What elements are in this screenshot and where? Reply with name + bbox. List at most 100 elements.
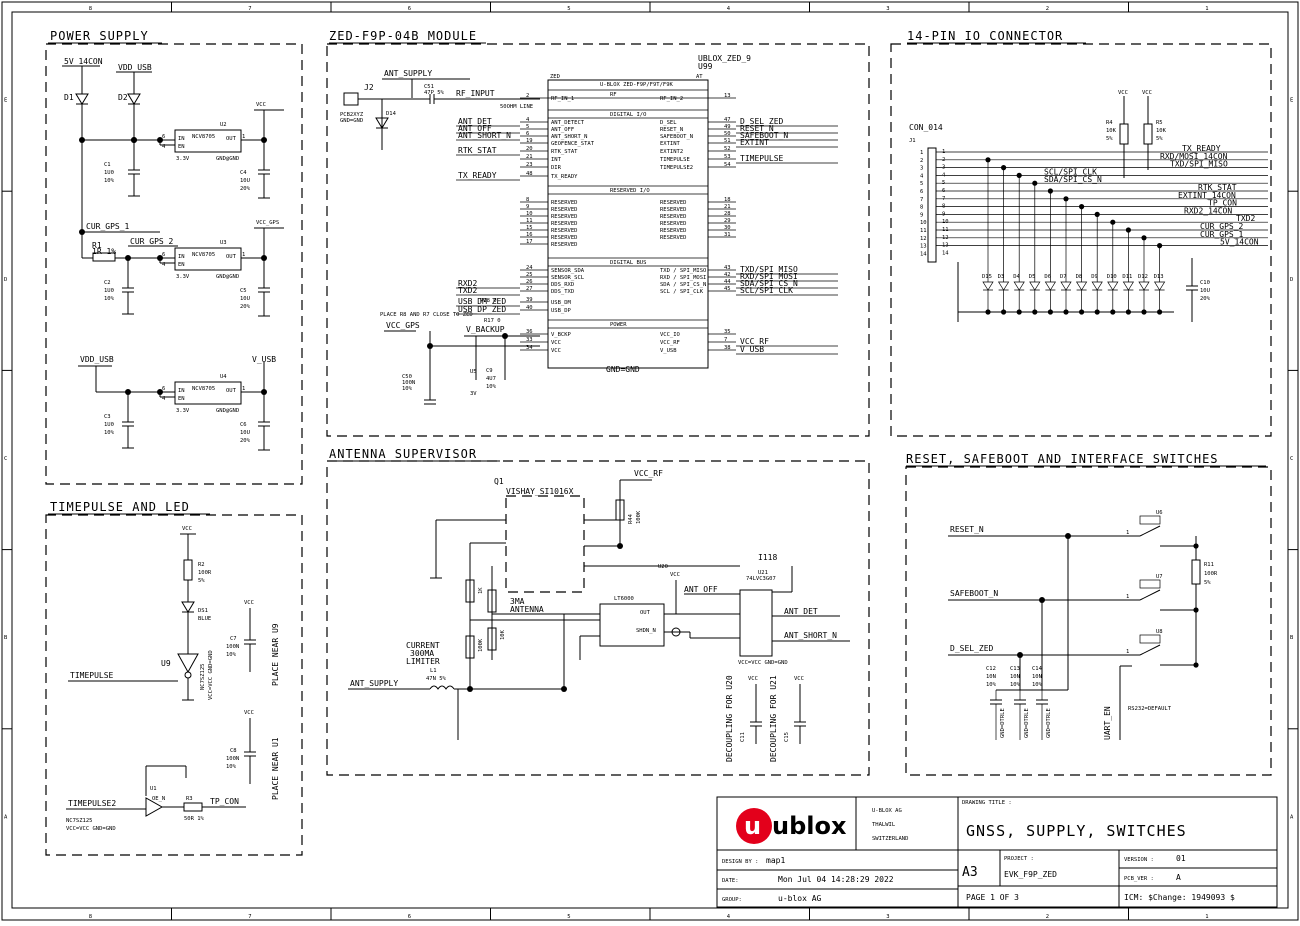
module-pin-number: 5 [526, 124, 529, 130]
ref-r5: R5 [1156, 120, 1163, 126]
cap-out-value: 10U [240, 430, 250, 436]
module-pin-name: RESERVED [660, 214, 687, 220]
company: U-BLOX AG [872, 808, 902, 814]
title-timepulse-led: TIMEPULSE AND LED [50, 500, 190, 514]
connector-pin-number: 13 [920, 244, 927, 250]
module-group-label: RESERVED I/O [610, 188, 650, 194]
pin-out: OUT [226, 254, 237, 260]
pin-number: 4 [162, 144, 166, 150]
net-tp-con: TP_CON [210, 797, 239, 806]
row-marker-left: C [4, 456, 7, 462]
row-marker-right: D [1290, 277, 1293, 283]
tol-c10: 20% [1200, 296, 1211, 302]
module-pin-name: RESERVED [551, 200, 578, 206]
ref-q1: Q1 [494, 477, 504, 486]
cap-in-tol: 10% [104, 296, 115, 302]
module-right-net: EXTINT [740, 138, 769, 147]
module-pin-name: RESERVED [660, 228, 687, 234]
regulator-part: NCV8705 [192, 386, 215, 392]
module-pin-name: EXTINT [660, 141, 681, 147]
module-pin-name: SAFEBOOT_N [660, 134, 693, 140]
module-pin-number: 51 [724, 138, 731, 144]
regulator-body [174, 129, 242, 153]
module-pin-name: TIMEPULSE2 [660, 165, 693, 171]
resistor-r3 [183, 802, 203, 812]
cap-tol: 10% [1032, 682, 1043, 688]
tvs-diode [1153, 281, 1166, 291]
module-pin-name: V_USB [660, 348, 677, 354]
cap-in-value: 1U0 [104, 170, 114, 176]
net-ant-supply-2: ANT_SUPPLY [350, 679, 398, 688]
resistor-r1 [92, 252, 116, 262]
module-pin-name: V_BCKP [551, 332, 572, 338]
power-supply-section: 5V_14CON VDD_USB D1 D2 NCV8705INENOUT641… [62, 57, 284, 451]
module-right-net: RXD/SPI_MOSI [740, 272, 798, 281]
module-pin-name: RESERVED [660, 207, 687, 213]
reg-voltage: 3.3V [176, 408, 190, 414]
module-pin-number: 53 [724, 154, 731, 160]
cap-in-tol: 10% [104, 178, 115, 184]
module-pin-name: TXD / SPI_MISO [660, 268, 706, 274]
module-pin-number: 49 [724, 124, 731, 130]
connector-pin-number: 5 [920, 181, 923, 187]
sheet-size: A3 [962, 865, 978, 880]
pin-in: IN [178, 388, 185, 394]
value-r3: 50R 1% [184, 816, 205, 822]
j2-part: PCB2XYZ [340, 112, 364, 118]
ref-l1: L1 [430, 668, 437, 674]
diode-ref: D12 [1138, 274, 1148, 280]
reg-voltage: 3.3V [176, 156, 190, 162]
tp-vcc: VCC [182, 526, 192, 532]
module-left-net: USB_DP_ZED [458, 305, 506, 314]
module-group-label: RF [610, 92, 617, 98]
cap-out-tol: 20% [240, 304, 251, 310]
diode-d2 [127, 93, 141, 105]
connector-pin-number: 12 [920, 236, 927, 242]
tvs-diode [1122, 281, 1135, 291]
col-marker-bottom: 1 [1205, 914, 1208, 920]
module-pin-number: 38 [724, 345, 731, 351]
rf-line-note: 50OHM LINE [500, 104, 533, 110]
pin-en: EN [178, 144, 185, 150]
reg-output-net: VCC [256, 102, 266, 108]
net-safeboot: SAFEBOOT_N [950, 589, 998, 598]
regulator-body [174, 247, 242, 271]
u20-part: LT6000 [614, 596, 634, 602]
module-pin-name: ANT_DETECT [551, 120, 585, 126]
switch-8: U81 [1126, 629, 1199, 668]
zed-f9p-symbol [547, 79, 709, 369]
module-pin-name: USB_DM [551, 300, 572, 306]
module-pin-name: RESERVED [551, 235, 578, 241]
row-marker-right: A [1290, 814, 1294, 820]
module-pin-name: TIMEPULSE [660, 157, 690, 163]
value-c7: 100N [226, 644, 239, 650]
u20-out: OUT [640, 610, 651, 616]
tvs-diode [1044, 281, 1057, 291]
module-ref-left: ZED [550, 74, 560, 80]
col-marker-bottom: 3 [886, 914, 889, 920]
decoupling-u21: DECOUPLING FOR U21 [769, 675, 778, 762]
col-marker-top: 1 [1205, 6, 1208, 12]
connector-net-label: RTK_STAT [1198, 183, 1237, 192]
place-near-u9: PLACE NEAR U9 [271, 623, 280, 686]
connector-net-label: TX_READY [1182, 144, 1221, 153]
col-marker-bottom: 2 [1046, 914, 1049, 920]
connector-net-label: RXD/MOSI_14CON [1160, 152, 1228, 161]
ref-j2: J2 [364, 83, 374, 92]
ref-r11: R11 [1204, 562, 1214, 568]
city: THALWIL [872, 822, 896, 828]
gate-part-u1: NC7SZ125 [66, 818, 93, 824]
resistor-r2 [183, 559, 193, 581]
diode-ref: D13 [1154, 274, 1164, 280]
switch-pin: 1 [1126, 530, 1129, 536]
diode-ref: D15 [982, 274, 992, 280]
title-reset-switches: RESET, SAFEBOOT AND INTERFACE SWITCHES [906, 452, 1219, 466]
value-c10: 10U [1200, 288, 1210, 294]
ref-c8: C8 [230, 748, 237, 754]
net-timepulse: TIMEPULSE [70, 671, 114, 680]
project-label: PROJECT : [1004, 856, 1034, 862]
net-cur-gps1: CUR_GPS_1 [86, 222, 130, 231]
module-right-net: D_SEL_ZED [740, 117, 784, 126]
cap-value: 10N [986, 674, 996, 680]
